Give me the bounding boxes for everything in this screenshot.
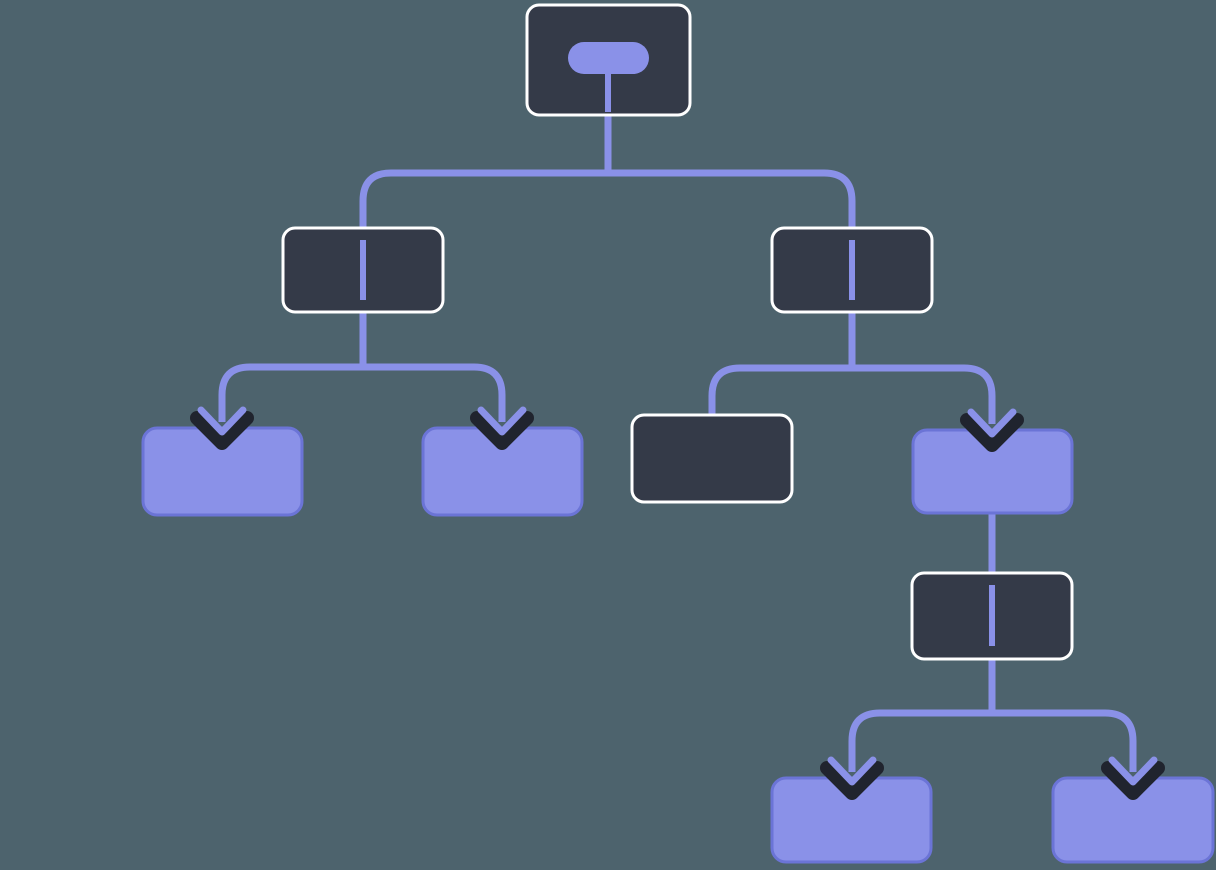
root-pill — [568, 42, 649, 74]
arrow-chevron-outline — [470, 411, 534, 450]
arrow-chevron-accent — [477, 406, 527, 436]
bottom-split-connector — [848, 709, 1137, 772]
arrow-chevron-outline — [1101, 761, 1165, 800]
left-branch-node — [281, 226, 445, 314]
arrow-down-icon — [820, 756, 884, 800]
arrow-down-icon — [1101, 756, 1165, 800]
arrow-chevron-outline — [190, 411, 254, 450]
level1-split-connector — [359, 169, 856, 228]
right-branch-node — [770, 226, 934, 314]
arrow-chevron-accent — [1108, 756, 1158, 786]
right-split-connector — [708, 364, 996, 424]
arrow-chevron-accent — [827, 756, 877, 786]
connectors-layer — [218, 74, 1137, 772]
mid-dark-node — [630, 413, 794, 504]
arrow-chevron-accent — [967, 408, 1017, 438]
arrow-down-icon — [470, 406, 534, 450]
arrow-down-icon — [190, 406, 254, 450]
mid-dark-node-body — [630, 413, 794, 504]
left-split-connector — [218, 363, 506, 422]
arrow-chevron-accent — [197, 406, 247, 436]
arrow-down-icon — [960, 408, 1024, 452]
arrow-chevron-outline — [960, 413, 1024, 452]
arrow-chevron-outline — [820, 761, 884, 800]
nodes-layer — [141, 3, 1215, 864]
arrows-layer — [190, 406, 1165, 800]
root-node — [525, 3, 692, 117]
bottom-branch-node — [910, 571, 1074, 661]
